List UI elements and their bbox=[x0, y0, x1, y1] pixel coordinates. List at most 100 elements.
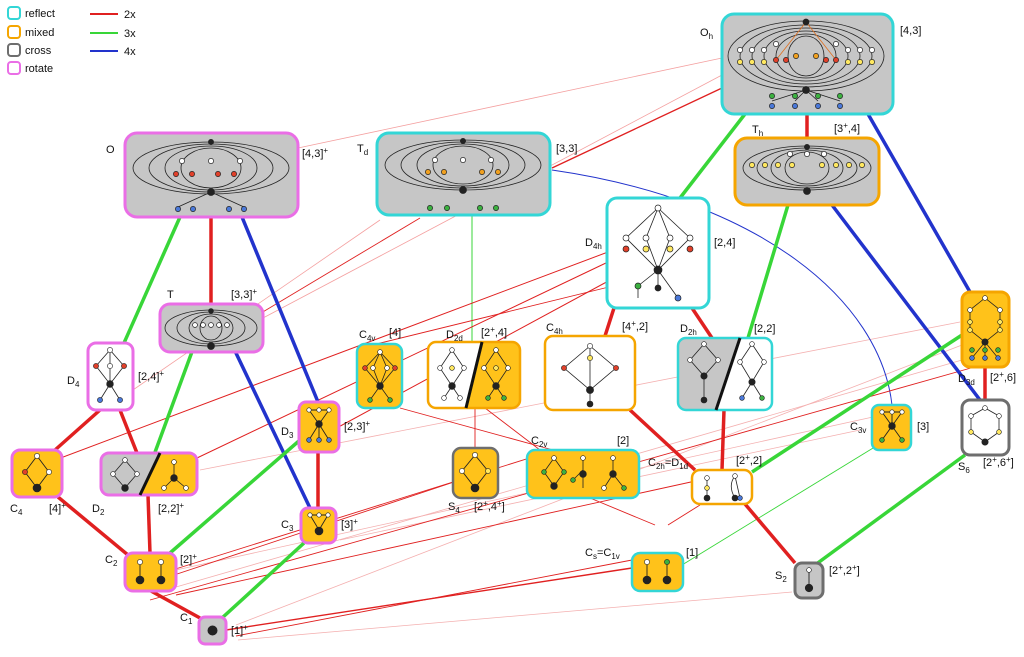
group-bracket-S4: [2+,4+] bbox=[474, 499, 505, 513]
thick-edges bbox=[53, 87, 987, 631]
group-name-D3: D3 bbox=[281, 426, 294, 440]
group-C4[interactable]: C4 [4]+ bbox=[10, 448, 66, 517]
lattice-nodes-CsC1v bbox=[642, 559, 672, 585]
lattice-nodes-C3v bbox=[879, 409, 905, 443]
legend-label-rotate: rotate bbox=[25, 63, 53, 75]
lattice-nodes-D3d bbox=[967, 295, 1003, 361]
legend-swatch-reflect bbox=[7, 6, 21, 20]
legend: reflect mixed cross rotate 2x 3x 4x bbox=[7, 6, 136, 75]
lattice-nodes-Td bbox=[425, 138, 501, 211]
lattice-nodes-S6 bbox=[968, 405, 1002, 446]
group-box-D4h bbox=[605, 196, 711, 310]
group-bracket-C4: [4]+ bbox=[49, 501, 66, 515]
group-S4[interactable]: S4 [2+,4+] bbox=[448, 446, 505, 515]
group-C4h[interactable]: C4h [4+,2] bbox=[543, 319, 648, 412]
group-D2d[interactable]: D2d [2+,4] bbox=[426, 325, 522, 410]
split-divider-D2 bbox=[138, 452, 162, 496]
group-S6[interactable]: S6 [2+,6+] bbox=[958, 398, 1014, 475]
group-box-O bbox=[123, 131, 300, 219]
group-name-S4: S4 bbox=[448, 501, 460, 515]
group-bracket-O: [4,3]+ bbox=[302, 146, 328, 160]
group-D4[interactable]: D4 [2,4]+ bbox=[67, 341, 164, 412]
group-box-CsC1v bbox=[630, 551, 685, 593]
group-C2v[interactable]: C2v [2] bbox=[525, 435, 641, 500]
lattice-nodes-Th bbox=[749, 144, 865, 195]
group-box-D2d bbox=[426, 340, 522, 410]
group-Oh[interactable]: Oh [4,3] bbox=[700, 12, 921, 116]
group-C3[interactable]: C3 [3]+ bbox=[281, 506, 358, 545]
legend-item-reflect: reflect bbox=[7, 6, 55, 20]
edge-D4-C4 bbox=[53, 408, 102, 452]
group-D4h[interactable]: D4h [2,4] bbox=[585, 196, 735, 310]
legend-label-mixed: mixed bbox=[25, 27, 54, 39]
group-Th[interactable]: Th [3+,4] bbox=[733, 121, 881, 207]
group-name-D2: D2 bbox=[92, 503, 105, 517]
group-box-D2 bbox=[99, 451, 199, 497]
group-box-C2 bbox=[123, 551, 178, 593]
edge-Th-S6 bbox=[830, 203, 982, 402]
group-Td[interactable]: Td [3,3] bbox=[357, 131, 577, 217]
group-D2h[interactable]: D2h [2,2] bbox=[676, 323, 775, 412]
group-name-D2d: D2d bbox=[446, 329, 463, 343]
group-bracket-Td: [3,3] bbox=[556, 143, 577, 155]
group-bracket-S2: [2+,2+] bbox=[829, 563, 860, 577]
edge-C3-C1 bbox=[220, 541, 306, 620]
group-bracket-C3v: [3] bbox=[917, 421, 929, 433]
group-bracket-C4v: [4] bbox=[389, 327, 401, 339]
group-name-T: T bbox=[167, 289, 174, 301]
lattice-nodes-O bbox=[173, 139, 247, 212]
lattice-nodes-D2 bbox=[110, 457, 189, 492]
group-D3[interactable]: D3 [2,3]+ bbox=[281, 400, 370, 454]
thin-line-Td-C3v bbox=[551, 169, 893, 406]
group-bracket-Th: [3+,4] bbox=[834, 121, 860, 135]
group-name-C2v: C2v bbox=[531, 435, 547, 449]
faint-line bbox=[237, 591, 793, 641]
legend-item-3x: 3x bbox=[90, 28, 136, 40]
legend-swatch-rotate bbox=[7, 61, 21, 75]
edge-O-D4 bbox=[122, 216, 182, 344]
group-D2[interactable]: D2 [2,2]+ bbox=[92, 451, 199, 517]
thin-line bbox=[589, 497, 656, 526]
lattice-nodes-C3 bbox=[307, 512, 331, 536]
split-divider-D2d bbox=[464, 341, 484, 409]
group-box-D2h bbox=[676, 336, 774, 412]
edge-C4h-C2h bbox=[628, 408, 697, 472]
group-O[interactable]: O [4,3]+ bbox=[106, 131, 328, 219]
group-name-D2h: D2h bbox=[680, 323, 697, 337]
legend-label-3x: 3x bbox=[124, 28, 136, 40]
group-name-C2hD1d: C2h=D1d bbox=[648, 457, 688, 471]
group-CsC1v[interactable]: Cs=C1v [1] bbox=[585, 547, 698, 593]
group-bracket-D4: [2,4]+ bbox=[138, 369, 164, 383]
lattice-nodes-C2v bbox=[541, 455, 627, 491]
edge-Th-D2h bbox=[746, 204, 790, 339]
group-C2hD1d[interactable]: C2h=D1d [2+,2] bbox=[648, 453, 762, 506]
group-box-D4 bbox=[86, 341, 135, 412]
group-bracket-C3: [3]+ bbox=[341, 517, 358, 531]
edge-S6-S2 bbox=[813, 453, 967, 567]
lattice-nodes-C4h bbox=[561, 343, 619, 408]
group-box-S4 bbox=[451, 446, 500, 500]
group-bracket-C2: [2]+ bbox=[180, 552, 197, 566]
edge-C2h-S2 bbox=[743, 502, 797, 565]
thin-line bbox=[235, 217, 421, 329]
group-box-C4 bbox=[10, 448, 64, 499]
group-C2[interactable]: C2 [2]+ bbox=[105, 551, 197, 593]
group-C1[interactable]: C1 [1]+ bbox=[180, 612, 248, 646]
edge-D3-C2 bbox=[168, 438, 302, 555]
group-D3d[interactable]: D3d [2+,6] bbox=[958, 290, 1016, 387]
legend-label-cross: cross bbox=[25, 45, 52, 57]
legend-label-reflect: reflect bbox=[25, 8, 55, 20]
lattice-nodes-D2d bbox=[437, 347, 511, 401]
lattice-nodes-D2h bbox=[687, 341, 767, 404]
group-name-CsC1v: Cs=C1v bbox=[585, 547, 620, 561]
group-T[interactable]: T [3,3]+ bbox=[158, 287, 265, 354]
group-C4v[interactable]: C4v [4] bbox=[355, 327, 404, 410]
lattice-nodes-C2 bbox=[135, 559, 166, 585]
edge-C4-C2 bbox=[56, 495, 130, 557]
group-S2[interactable]: S2 [2+,2+] bbox=[775, 561, 860, 600]
group-bracket-D2d: [2+,4] bbox=[481, 325, 507, 339]
group-name-D4: D4 bbox=[67, 375, 80, 389]
legend-item-2x: 2x bbox=[90, 9, 136, 21]
group-C3v[interactable]: C3v [3] bbox=[850, 403, 929, 452]
